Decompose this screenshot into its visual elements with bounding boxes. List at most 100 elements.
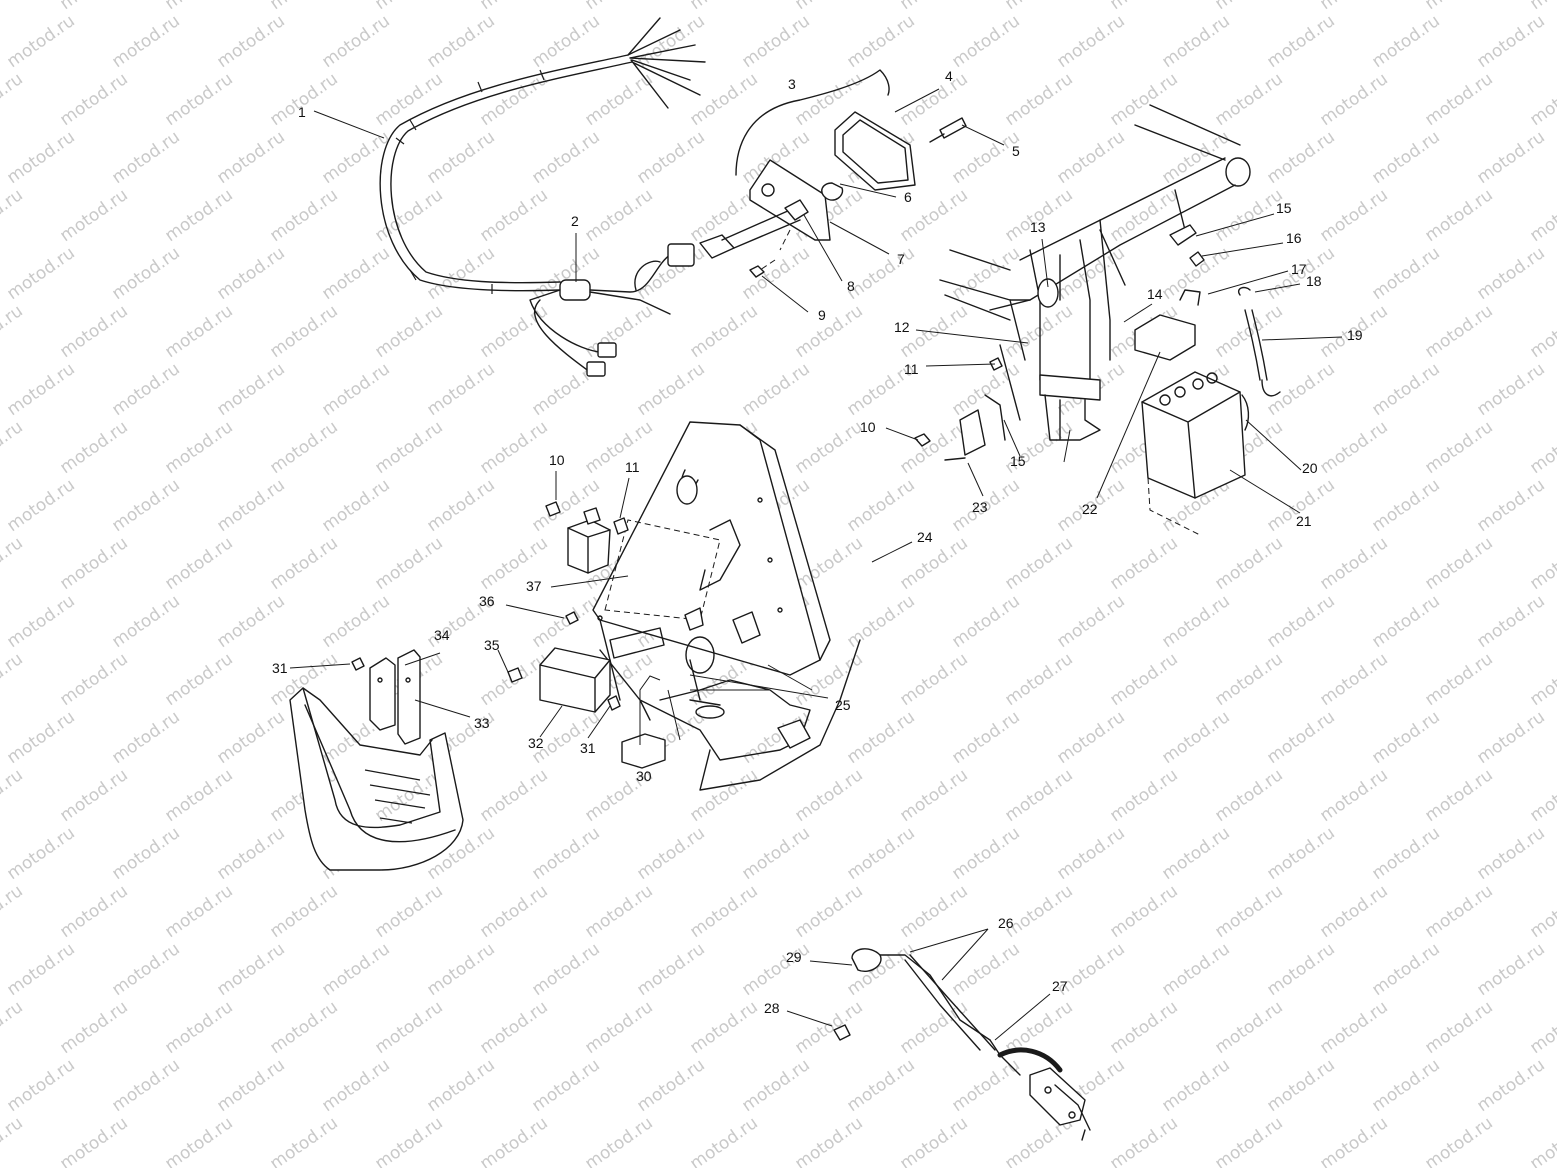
watermark-text: motod.ru [318,475,393,536]
watermark-text: motod.ru [1158,243,1233,304]
watermark-text: motod.ru [1368,1055,1443,1116]
watermark-text: motod.ru [896,533,971,594]
watermark-text: motod.ru [738,823,813,884]
watermark-text: motod.ru [1526,649,1557,710]
watermark-text: motod.ru [1106,185,1181,246]
watermark-text: motod.ru [791,533,866,594]
watermark-text: motod.ru [1263,707,1338,768]
watermark-text: motod.ru [1368,243,1443,304]
watermark-text: motod.ru [738,1055,813,1116]
watermark-text: motod.ru [318,939,393,1000]
watermark-text: motod.ru [528,127,603,188]
watermark-text: motod.ru [1001,69,1076,130]
callout-label: 22 [1082,501,1098,517]
ignition-switch-harness [529,243,695,377]
watermark-text: motod.ru [1316,997,1391,1058]
frame-assembly [939,104,1251,441]
callout-label: 27 [1052,978,1068,994]
watermark-text: motod.ru [738,11,813,72]
watermark-text: motod.ru [371,533,446,594]
watermark-text: motod.ru [948,823,1023,884]
fasteners [351,611,621,711]
callout-label: 6 [904,189,912,205]
watermark-text: motod.ru [213,127,288,188]
watermark-text: motod.ru [1473,243,1548,304]
base-pan [599,639,861,791]
watermark-text: motod.ru [161,69,236,130]
callout-label: 20 [1302,460,1318,476]
watermark-text: motod.ru [1263,127,1338,188]
watermark-text: motod.ru [1158,1055,1233,1116]
watermark-text: motod.ru [476,69,551,130]
watermark-text: motod.ru [1473,11,1548,72]
watermark-text: motod.ru [56,1113,131,1168]
callout-label: 24 [917,529,933,545]
watermark-text: motod.ru [108,11,183,72]
watermark-text: motod.ru [1106,533,1181,594]
watermark-text: motod.ru [1368,591,1443,652]
ignition-coil [545,501,629,574]
watermark-text: motod.ru [371,881,446,942]
watermark-text: motod.ru [1526,0,1557,14]
watermark-text: motod.ru [0,997,27,1058]
watermark-text: motod.ru [476,185,551,246]
watermark-text: motod.ru [1368,127,1443,188]
watermark-text: motod.ru [1368,939,1443,1000]
watermark-text: motod.ru [843,475,918,536]
watermark-text: motod.ru [0,765,27,826]
watermark-text: motod.ru [528,591,603,652]
watermark-text: motod.ru [423,11,498,72]
watermark-text: motod.ru [1473,359,1548,420]
watermark-text: motod.ru [843,243,918,304]
watermark-text: motod.ru [213,11,288,72]
callout-labels: 1 2 3 4 5 6 7 8 9 10 10 11 11 12 13 14 1… [272,68,1363,1016]
watermark-text: motod.ru [1158,707,1233,768]
watermark-text: motod.ru [1421,881,1496,942]
watermark-text: motod.ru [476,417,551,478]
watermark-text: motod.ru [896,765,971,826]
watermark-text: motod.ru [1053,127,1128,188]
relay-bracket [914,357,1006,461]
watermark-text: motod.ru [1211,649,1286,710]
watermark-text: motod.ru [213,591,288,652]
callout-label: 33 [474,715,490,731]
watermark-text: motod.ru [1526,997,1557,1058]
watermark-text: motod.ru [3,823,78,884]
watermark-text: motod.ru [318,11,393,72]
watermark-text: motod.ru [161,1113,236,1168]
callout-label: 11 [904,361,919,377]
watermark-text: motod.ru [266,417,341,478]
watermark-text: motod.ru [161,765,236,826]
watermark-text: motod.ru [948,707,1023,768]
watermark-text: motod.ru [1316,417,1391,478]
front-guard [289,687,464,871]
watermark-text: motod.ru [1526,1113,1557,1168]
callout-label: 1 [298,104,306,120]
watermark-text: motod.ru [1473,823,1548,884]
watermark-text: motod.ru [476,765,551,826]
callout-label: 23 [972,499,988,515]
watermark-text: motod.ru [1106,649,1181,710]
watermark-text: motod.ru [371,185,446,246]
watermark-text: motod.ru [1421,997,1496,1058]
watermark-text: motod.ru [1368,11,1443,72]
watermark-text: motod.ru [686,765,761,826]
watermark-text: motod.ru [266,881,341,942]
callout-label: 18 [1306,273,1322,289]
watermark-text: motod.ru [1316,1113,1391,1168]
watermark-text: motod.ru [1211,301,1286,362]
callout-label: 29 [786,949,802,965]
watermark-text: motod.ru [3,359,78,420]
watermark-text: motod.ru [1211,881,1286,942]
clamp-brackets [369,649,421,745]
watermark-text: motod.ru [1526,881,1557,942]
watermark-text: motod.ru [108,823,183,884]
watermark-text: motod.ru [686,1113,761,1168]
watermark-text: motod.ru [213,823,288,884]
watermark-text: motod.ru [1211,765,1286,826]
watermark-text: motod.ru [423,127,498,188]
callout-label: 31 [580,740,596,756]
callout-label: 3 [788,76,796,92]
watermark-text: motod.ru [0,1113,27,1168]
